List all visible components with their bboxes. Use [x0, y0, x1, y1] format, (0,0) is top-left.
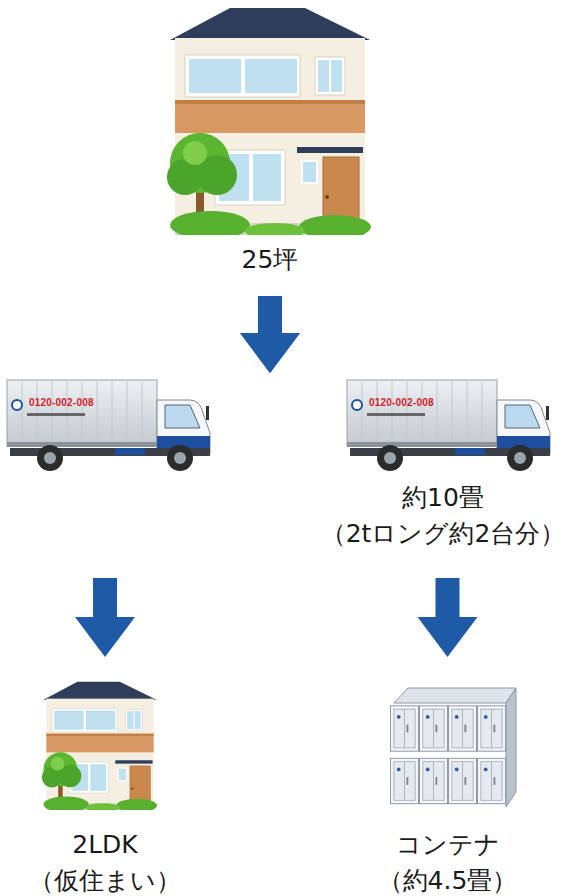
- phone-number: 0120-002-008: [369, 397, 434, 409]
- container-picture: [390, 688, 516, 807]
- truck-picture: [7, 380, 210, 471]
- container-node: コンテナ （約4.5畳）: [350, 675, 545, 895]
- truck-node: 0120-002-008 約10畳 （2tロング約2台分）: [315, 375, 571, 560]
- phone-number: 0120-002-008: [29, 397, 94, 409]
- flow-arrow: [418, 578, 478, 657]
- house-node: 25坪: [160, 0, 380, 280]
- truck-picture: [347, 380, 550, 471]
- truck-node: 0120-002-008: [0, 375, 220, 560]
- volume-label: 約10畳 （2tロング約2台分）: [315, 480, 571, 552]
- container-label: コンテナ （約4.5畳）: [350, 827, 545, 896]
- house-node: 2LDK （仮住まい）: [10, 675, 200, 895]
- house-picture: [42, 682, 157, 813]
- house-picture: [167, 8, 371, 239]
- flow-arrow: [75, 578, 135, 657]
- flow-arrow: [240, 296, 300, 373]
- house-label: 2LDK （仮住まい）: [10, 827, 200, 896]
- flow-arrow: [240, 296, 300, 373]
- area-label: 25坪: [160, 242, 380, 278]
